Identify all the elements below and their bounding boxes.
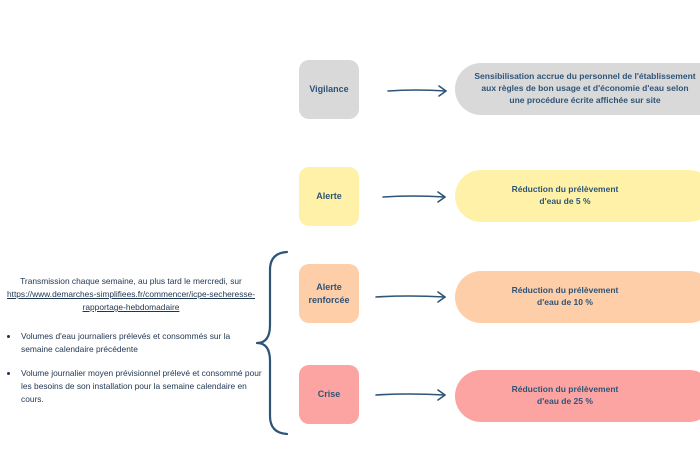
- level-alerte-box: Alerte: [299, 167, 359, 226]
- transmission-list: Volumes d'eau journaliers prélevés et co…: [0, 330, 262, 406]
- arrow-crise: [375, 389, 446, 401]
- transmission-panel: Transmission chaque semaine, au plus tar…: [0, 275, 262, 417]
- transmission-intro-text: Transmission chaque semaine, au plus tar…: [20, 276, 242, 286]
- list-item: Volume journalier moyen prévisionnel pré…: [19, 367, 262, 406]
- result-alerte-renforcee-box: Réduction du prélèvement d'eau de 10 %: [455, 271, 700, 323]
- result-alerte-box: Réduction du prélèvement d'eau de 5 %: [455, 170, 700, 222]
- result-vigilance-text: Sensibilisation accrue du personnel de l…: [474, 71, 696, 105]
- arrow-vigilance: [387, 85, 447, 97]
- level-vigilance-box: Vigilance: [299, 60, 359, 119]
- level-vigilance-label: Vigilance: [309, 84, 349, 95]
- list-item: Volumes d'eau journaliers prélevés et co…: [19, 330, 262, 356]
- result-alerte-text: Réduction du prélèvement d'eau de 5 %: [511, 184, 619, 206]
- level-crise-box: Crise: [299, 365, 359, 424]
- level-alerte-renforcee-label: Alerte renforcée: [308, 282, 350, 305]
- result-crise-box: Réduction du prélèvement d'eau de 25 %: [455, 370, 700, 422]
- result-alerte-renforcee-text: Réduction du prélèvement d'eau de 10 %: [511, 285, 619, 307]
- curly-brace: [255, 250, 289, 436]
- arrow-alerte: [382, 191, 446, 203]
- transmission-intro: Transmission chaque semaine, au plus tar…: [0, 275, 262, 314]
- level-alerte-renforcee-box: Alerte renforcée: [299, 264, 359, 323]
- level-alerte-label: Alerte: [316, 191, 342, 202]
- level-crise-label: Crise: [317, 389, 341, 400]
- arrow-alerte-renforcee: [375, 291, 446, 303]
- transmission-link[interactable]: https://www.demarches-simplifiees.fr/com…: [6, 289, 256, 313]
- result-vigilance-box: Sensibilisation accrue du personnel de l…: [455, 63, 700, 115]
- result-crise-text: Réduction du prélèvement d'eau de 25 %: [511, 384, 619, 406]
